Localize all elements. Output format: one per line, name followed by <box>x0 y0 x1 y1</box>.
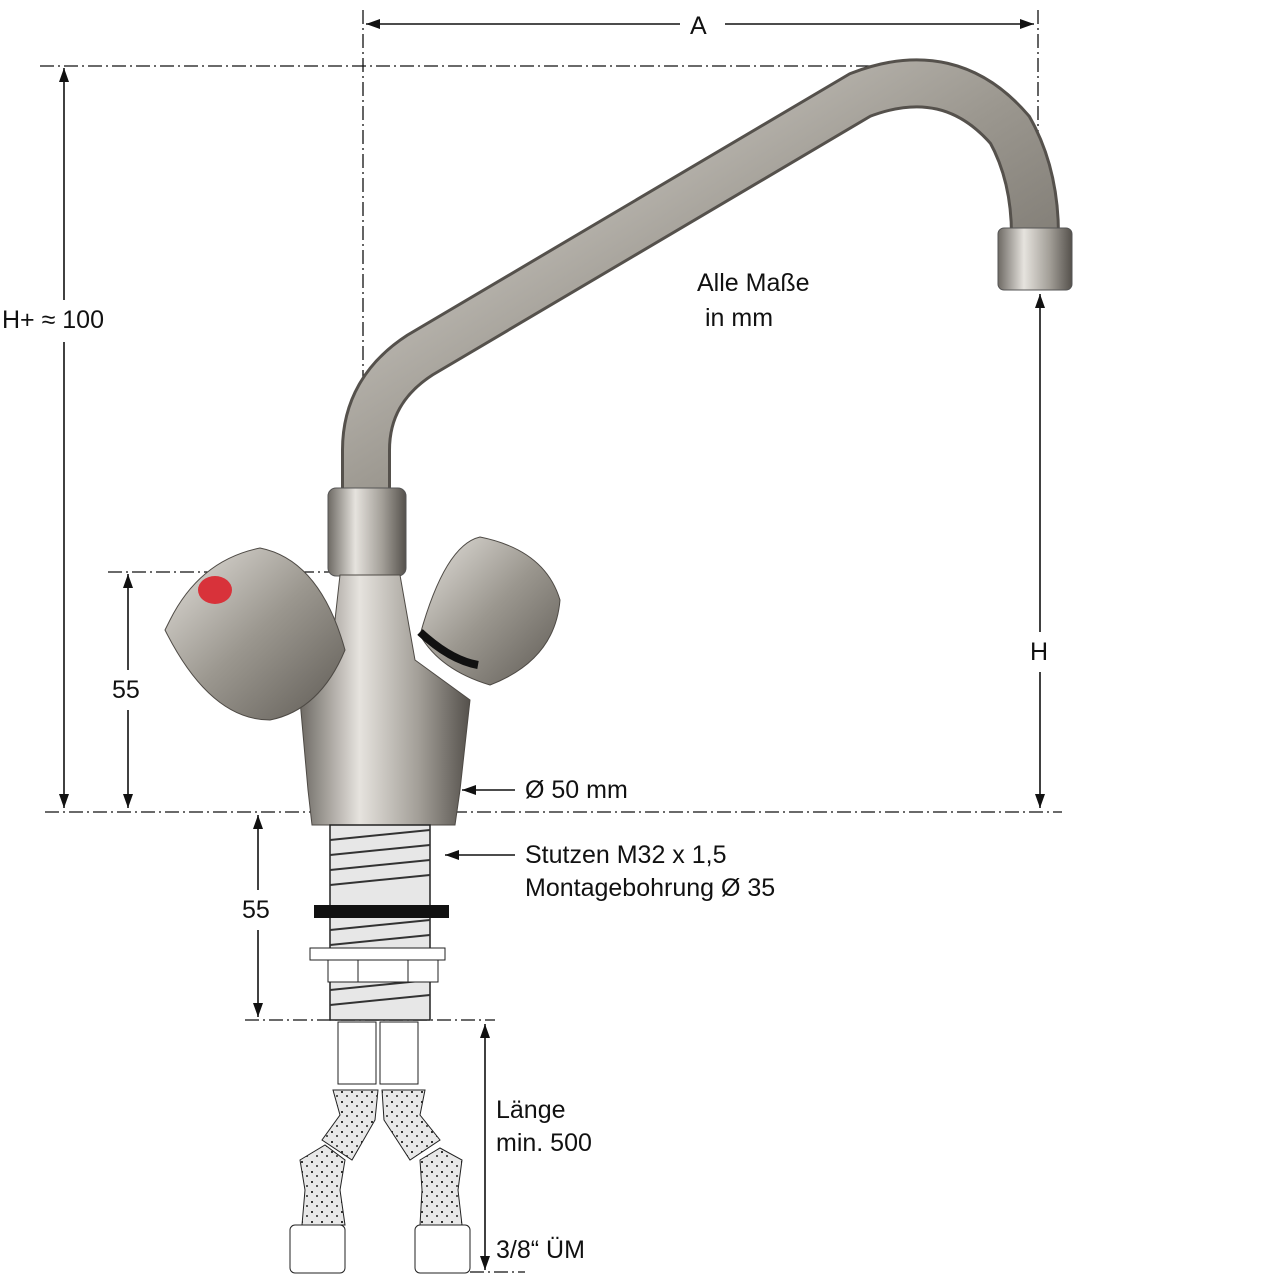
dimension-lines <box>40 10 1062 1273</box>
shank-thread-label: Stutzen M32 x 1,5 <box>525 841 727 869</box>
hose-min-length-label: min. 500 <box>496 1129 592 1157</box>
hose-length-label: Länge <box>496 1096 566 1124</box>
units-note-line2: in mm <box>705 304 774 332</box>
hot-indicator-icon <box>198 576 232 604</box>
aerator-nozzle <box>997 227 1073 291</box>
connection-hoses <box>289 1021 471 1274</box>
hose-nut-right <box>414 1224 471 1274</box>
spout-collar <box>327 487 407 577</box>
hot-handle[interactable] <box>164 547 346 721</box>
dimension-a-label: A <box>690 12 707 40</box>
base-diameter-label: Ø 50 mm <box>525 776 628 804</box>
dimension-h-label: H <box>1030 638 1049 666</box>
mounting-hole-label: Montagebohrung Ø 35 <box>525 874 776 902</box>
hose-nut-left <box>289 1224 346 1274</box>
hose-connection-label: 3/8“ ÜM <box>496 1236 585 1264</box>
washer <box>309 947 446 961</box>
spout <box>327 58 1073 577</box>
dimension-h-plus-label: H+ ≈ 100 <box>2 306 104 334</box>
lock-nut <box>327 959 439 983</box>
handle-height-label: 55 <box>112 676 140 704</box>
threaded-shank <box>309 824 449 1021</box>
cold-handle[interactable] <box>417 536 561 686</box>
mixer-body <box>164 536 561 826</box>
units-note-line1: Alle Maße <box>697 269 810 297</box>
shank-length-label: 55 <box>242 896 270 924</box>
gasket <box>314 905 449 918</box>
